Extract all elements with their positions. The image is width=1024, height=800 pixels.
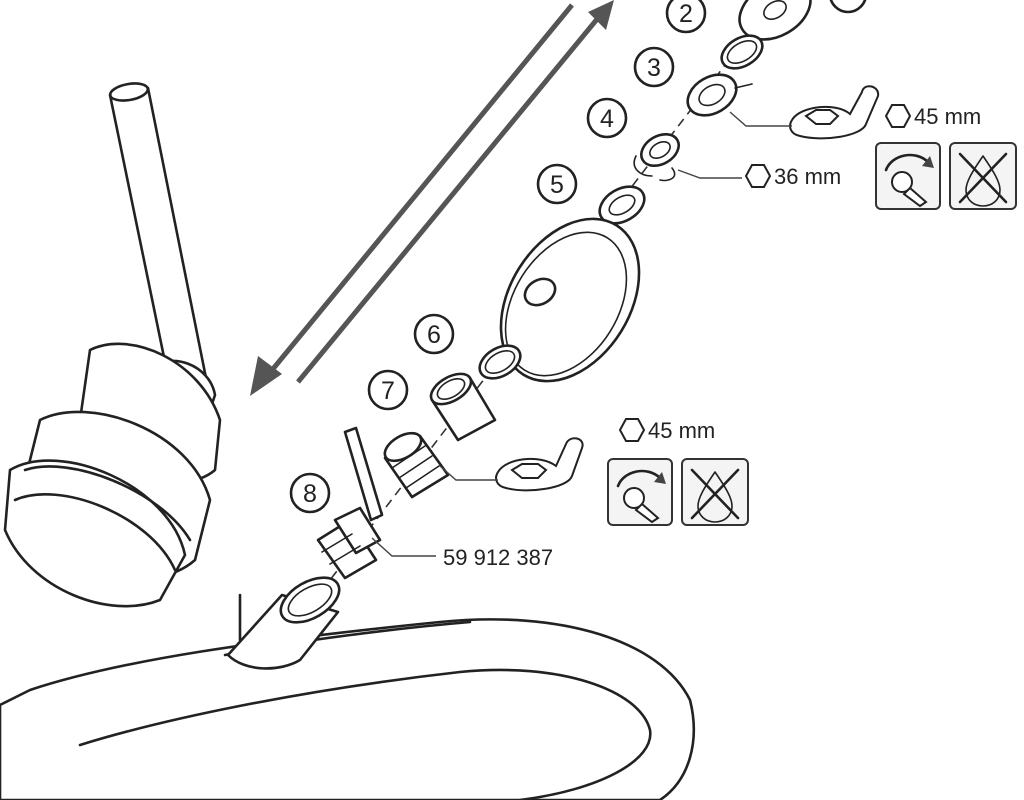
hex-icon	[744, 164, 772, 188]
step-marker-7: 7	[367, 369, 409, 411]
part-o-ring-2	[720, 34, 764, 70]
tighten-icon-top	[875, 142, 941, 210]
step-number: 7	[381, 377, 395, 405]
part-number-label: 59 912 387	[443, 545, 553, 570]
step-marker-6: 6	[413, 313, 455, 355]
part-insert-4	[633, 132, 680, 182]
size-text: 45 mm	[914, 104, 981, 129]
sink-basin	[0, 618, 696, 800]
part-o-ring-6	[478, 344, 522, 380]
step-marker-4: 4	[586, 97, 628, 139]
size-label-45mm-bottom: 45 mm	[618, 418, 715, 443]
wrench-tool-top	[729, 85, 880, 140]
step-marker-3: 3	[633, 46, 675, 88]
wrench-tool-bottom	[439, 437, 584, 492]
step-number: 8	[303, 480, 317, 508]
size-text: 45 mm	[648, 418, 715, 443]
leader-36mm	[677, 169, 742, 179]
flange-plate	[499, 217, 641, 383]
hex-icon	[618, 418, 646, 442]
step-number: 2	[679, 0, 693, 28]
assembly-tool	[3, 82, 222, 608]
step-number: 5	[550, 171, 564, 199]
hex-icon	[884, 104, 912, 128]
no-grease-icon-top	[949, 142, 1017, 210]
step-marker-partial	[829, 0, 867, 14]
drain-tube	[226, 576, 341, 670]
part-ring-5	[598, 185, 646, 225]
part-nut-3	[686, 73, 753, 117]
top-washer	[738, 0, 812, 41]
part-sleeve-7	[429, 372, 497, 442]
no-grease-icon-bottom	[681, 458, 749, 526]
size-text: 36 mm	[774, 164, 841, 189]
step-number: 3	[647, 54, 661, 82]
part-threaded-nut	[383, 431, 450, 499]
size-label-45mm-top: 45 mm	[884, 104, 981, 129]
step-number: 6	[427, 321, 441, 349]
size-label-36mm: 36 mm	[744, 164, 841, 189]
leader-part-number	[371, 537, 436, 557]
step-number: 4	[600, 105, 614, 133]
direction-arrows	[250, 0, 614, 396]
step-marker-8: 8	[289, 472, 331, 514]
tighten-icon-bottom	[607, 458, 673, 526]
step-marker-2: 2	[665, 0, 707, 34]
step-marker-5: 5	[536, 163, 578, 205]
part-valve-8	[316, 426, 384, 580]
